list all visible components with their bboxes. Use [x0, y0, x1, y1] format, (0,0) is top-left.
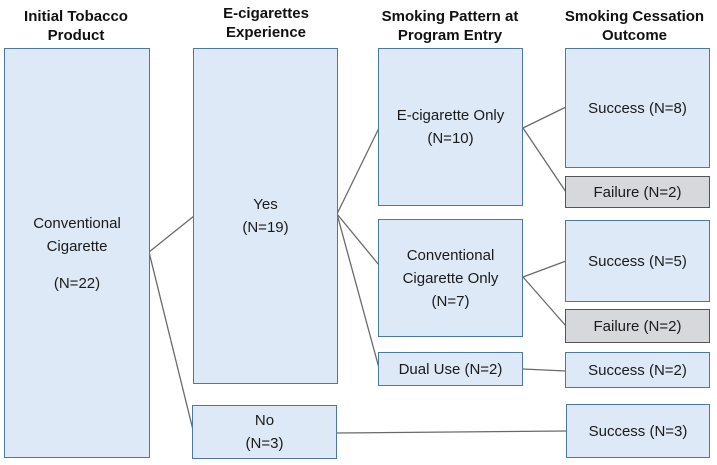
node-label: No	[254, 412, 275, 429]
node-conventional-cigarette: Conventional Cigarette (N=22)	[4, 48, 150, 458]
header-initial-tobacco-product: Initial Tobacco Product	[0, 7, 152, 45]
connector-ecig-failure	[522, 127, 567, 193]
node-ecig-yes: Yes (N=19)	[193, 48, 338, 384]
header-line: Outcome	[601, 27, 667, 44]
node-count: (N=22)	[53, 274, 101, 292]
node-success-8: Success (N=8)	[565, 48, 710, 168]
connector-conventional-yes	[148, 215, 195, 253]
header-line: Initial Tobacco	[24, 8, 128, 25]
node-label: Dual Use (N=2)	[398, 360, 503, 378]
connector-yes-conv-only	[336, 213, 380, 266]
node-dual-use: Dual Use (N=2)	[378, 352, 523, 386]
node-success-5: Success (N=5)	[565, 220, 710, 302]
node-failure-2-ecig: Failure (N=2)	[565, 176, 710, 208]
connector-yes-ecig-only	[336, 127, 380, 215]
node-label: Success (N=8)	[588, 99, 687, 117]
node-label: Success (N=5)	[588, 252, 687, 270]
connector-ecig-success	[522, 106, 567, 129]
node-label: Cigarette Only	[402, 269, 499, 287]
node-label: Failure (N=2)	[593, 317, 682, 335]
node-conventional-cigarette-only: Conventional Cigarette Only (N=7)	[378, 219, 523, 337]
node-success-3: Success (N=3)	[566, 404, 710, 458]
connector-no-success	[335, 430, 568, 434]
connector-yes-dual	[336, 213, 380, 369]
node-success-2: Success (N=2)	[565, 352, 710, 388]
node-count: (N=3)	[245, 435, 284, 452]
node-count: (N=7)	[431, 292, 470, 310]
header-smoking-pattern: Smoking Pattern at Program Entry	[358, 7, 542, 45]
header-line: Smoking Cessation	[564, 8, 705, 25]
connector-conv-failure	[522, 276, 567, 327]
node-count: (N=10)	[427, 130, 474, 147]
header-line: E-cigarettes	[223, 5, 309, 22]
node-failure-2-conv: Failure (N=2)	[565, 309, 710, 343]
connector-conventional-no	[148, 251, 194, 431]
header-line: Program Entry	[397, 27, 503, 44]
node-label: Success (N=3)	[588, 422, 688, 440]
header-cessation-outcome: Smoking Cessation Outcome	[552, 7, 717, 45]
connector-dual-success	[522, 368, 567, 372]
header-line: Experience	[225, 24, 307, 41]
node-label: Failure (N=2)	[593, 183, 682, 201]
node-label: Success (N=2)	[588, 361, 687, 379]
node-ecigarette-only: E-cigarette Only (N=10)	[378, 48, 523, 206]
node-label: E-cigarette Only	[396, 107, 505, 124]
connector-conv-success	[522, 260, 567, 278]
header-line: Product	[47, 27, 105, 44]
header-line: Smoking Pattern at	[381, 8, 519, 25]
node-label: Conventional	[33, 214, 121, 232]
header-ecig-experience: E-cigarettes Experience	[192, 4, 340, 42]
node-label: Conventional	[406, 246, 495, 264]
node-label: Yes	[253, 196, 278, 213]
node-label: Cigarette	[46, 237, 108, 255]
node-count: (N=19)	[242, 219, 289, 236]
node-ecig-no: No (N=3)	[192, 405, 337, 459]
